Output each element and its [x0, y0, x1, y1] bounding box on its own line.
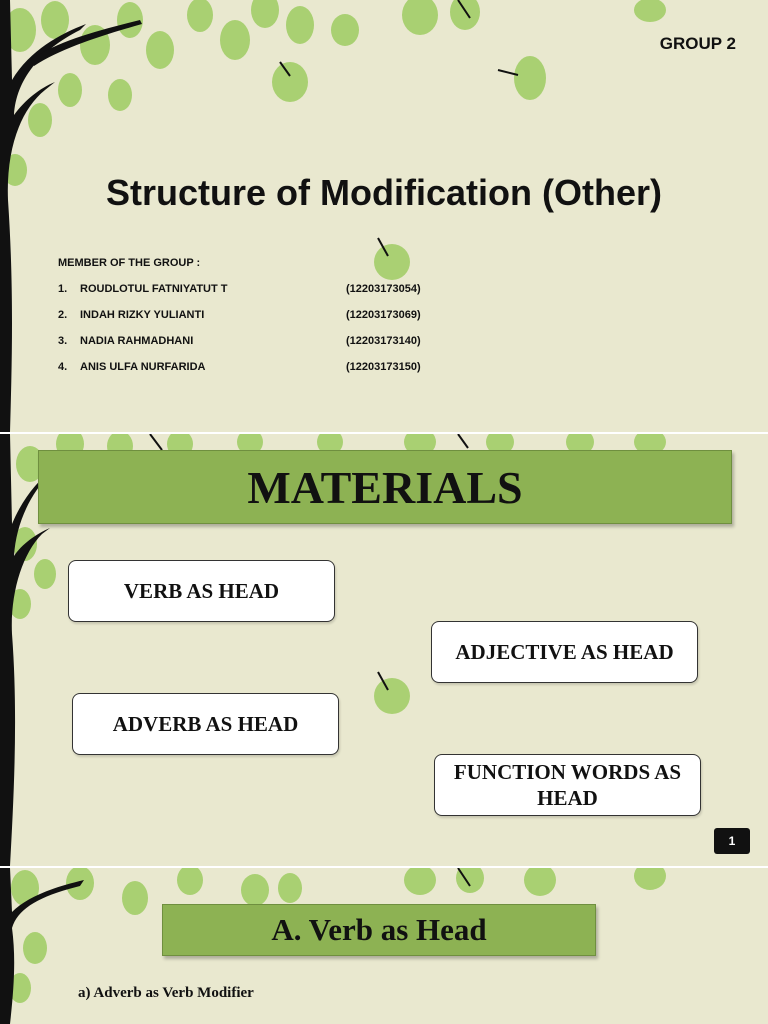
member-row: 3. NADIA RAHMADHANI (12203173140) — [58, 335, 458, 351]
member-number: 2. — [58, 309, 68, 321]
member-name: ANIS ULFA NURFARIDA — [80, 361, 206, 373]
slide-materials: MATERIALS VERB AS HEAD ADJECTIVE AS HEAD… — [0, 434, 768, 866]
tree-decoration — [0, 868, 666, 1024]
subheading: a) Adverb as Verb Modifier — [78, 985, 254, 1001]
tree-decoration — [0, 0, 666, 432]
member-name: ROUDLOTUL FATNIYATUT T — [80, 283, 228, 295]
member-name: NADIA RAHMADHANI — [80, 335, 194, 347]
member-id: (12203173140) — [346, 335, 421, 347]
member-row: 4. ANIS ULFA NURFARIDA (12203173150) — [58, 361, 458, 377]
verb-as-head-box[interactable]: VERB AS HEAD — [68, 560, 335, 622]
slide-title-text: Structure of Modification (Other) — [106, 172, 662, 213]
materials-banner: MATERIALS — [38, 450, 732, 524]
member-number: 3. — [58, 335, 68, 347]
member-row: 2. INDAH RIZKY YULIANTI (12203173069) — [58, 309, 458, 325]
member-number: 1. — [58, 283, 68, 295]
slide-verb-as-head: A. Verb as Head a) Adverb as Verb Modifi… — [0, 868, 768, 1024]
member-number: 4. — [58, 361, 68, 373]
function-words-as-head-box[interactable]: FUNCTION WORDS AS HEAD — [434, 754, 701, 816]
page-number-badge: 1 — [714, 828, 750, 854]
verb-as-head-banner: A. Verb as Head — [162, 904, 596, 956]
adverb-as-head-box[interactable]: ADVERB AS HEAD — [72, 693, 339, 755]
adjective-as-head-box[interactable]: ADJECTIVE AS HEAD — [431, 621, 698, 683]
member-row: 1. ROUDLOTUL FATNIYATUT T (12203173054) — [58, 283, 458, 299]
member-id: (12203173150) — [346, 361, 421, 373]
members-heading: MEMBER OF THE GROUP : — [58, 257, 201, 269]
member-id: (12203173069) — [346, 309, 421, 321]
group-label: GROUP 2 — [659, 34, 736, 53]
member-id: (12203173054) — [346, 283, 421, 295]
member-name: INDAH RIZKY YULIANTI — [80, 309, 205, 321]
slide-title: GROUP 2 Structure of Modification (Other… — [0, 0, 768, 432]
